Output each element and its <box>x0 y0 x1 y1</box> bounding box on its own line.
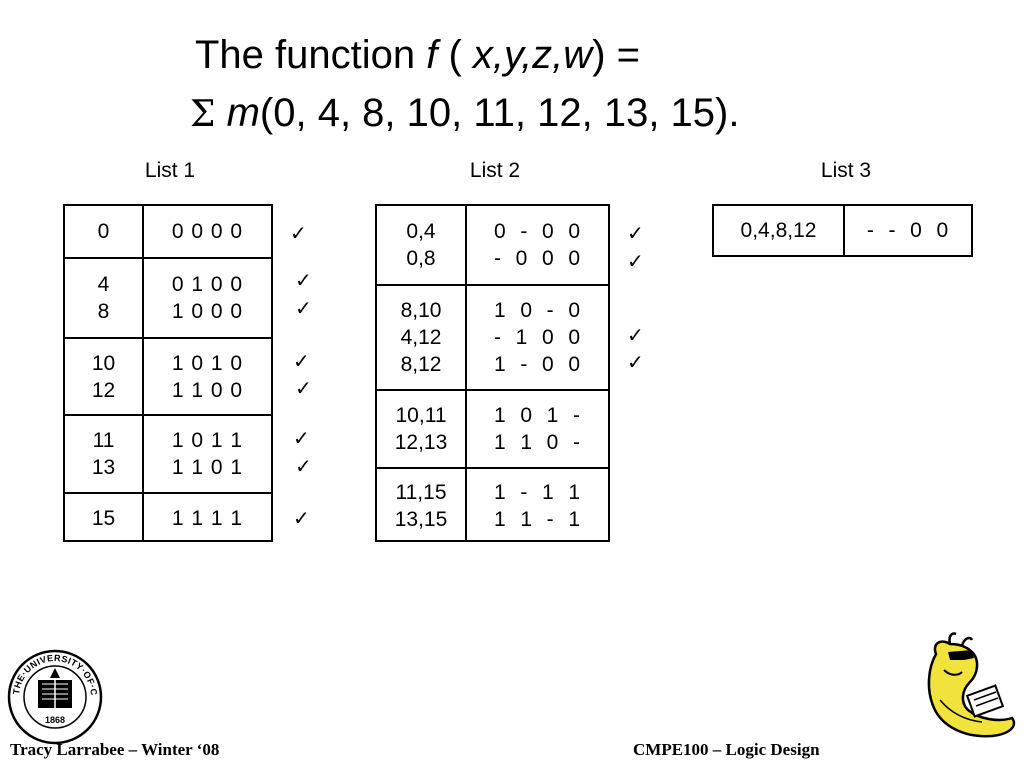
bits: 1 1 0 1 <box>171 456 244 479</box>
check-icon: ✓ <box>290 221 307 245</box>
term: 8,12 <box>400 353 442 376</box>
check-icon: ✓ <box>295 376 312 400</box>
term: 15 <box>91 506 116 530</box>
term: 8,10 <box>400 299 442 322</box>
title-line-2: Σ m(0, 4, 8, 10, 11, 12, 13, 15). <box>190 90 739 138</box>
term: 10,11 <box>395 404 447 427</box>
minterm-m: m <box>226 91 260 135</box>
bits: 1 1 0 0 <box>171 378 244 402</box>
list-2-group-0: 0,4 0,8 0 - 0 0 - 0 0 0 <box>377 206 608 286</box>
check-icon: ✓ <box>627 221 644 245</box>
term: 13 <box>91 456 116 479</box>
term: 0,4 <box>406 220 436 243</box>
bits: - - 0 0 <box>866 219 950 242</box>
term: 11,15 <box>395 480 447 504</box>
check-icon: ✓ <box>293 426 310 450</box>
function-name: f <box>426 33 438 77</box>
bits: 1 0 1 1 <box>171 429 244 452</box>
bits: 1 0 - 0 <box>493 299 582 322</box>
list-1-group-2: 10 12 1 0 1 0 1 1 0 0 <box>65 339 271 416</box>
term: 11 <box>92 429 115 452</box>
bits: 1 1 - 1 <box>493 507 582 531</box>
bits: - 1 0 0 <box>493 326 582 349</box>
list-1-group-3: 11 13 1 0 1 1 1 1 0 1 <box>65 416 271 494</box>
list-2-group-3: 11,15 13,15 1 - 1 1 1 1 - 1 <box>377 469 608 542</box>
bits: 0 1 0 0 <box>171 273 244 296</box>
minterm-list: (0, 4, 8, 10, 11, 12, 13, 15). <box>259 91 740 135</box>
list-3-group-0: 0,4,8,12 - - 0 0 <box>714 206 971 255</box>
check-icon: ✓ <box>627 249 644 273</box>
list-1-group-4: 15 1 1 1 1 <box>65 494 271 542</box>
footer-author: Tracy Larrabee – Winter ‘08 <box>10 740 220 759</box>
bits: 1 0 1 - <box>493 404 582 427</box>
term: 12,13 <box>394 431 448 454</box>
term: 0 <box>97 220 110 243</box>
bits: 0 0 0 0 <box>171 220 244 243</box>
check-icon: ✓ <box>295 296 312 320</box>
term: 4,12 <box>400 326 442 349</box>
bits: 1 1 1 1 <box>171 506 244 530</box>
list-1-label: List 1 <box>144 159 196 182</box>
term: 10 <box>91 351 116 375</box>
title-line-1: The function f ( x,y,z,w) = <box>195 33 640 77</box>
term: 13,15 <box>394 507 448 531</box>
term: 8 <box>97 300 110 323</box>
university-seal-logo: THE·UNIVERSITY·OF·CALIFORNIA 1868 <box>6 648 103 745</box>
list-3-table: 0,4,8,12 - - 0 0 <box>712 204 973 257</box>
bits: 1 - 1 1 <box>493 480 582 504</box>
list-1-group-1: 4 8 0 1 0 0 1 0 0 0 <box>65 259 271 339</box>
list-1-group-0: 0 0 0 0 0 <box>65 206 271 259</box>
list-1-table: 0 0 0 0 0 4 8 0 1 0 0 1 0 0 0 10 12 1 0 … <box>63 204 273 542</box>
term: 0,4,8,12 <box>740 219 817 242</box>
footer-course: CMPE100 – Logic Design <box>633 740 820 759</box>
check-icon: ✓ <box>627 350 644 374</box>
bits: - 0 0 0 <box>493 247 582 270</box>
bits: 1 - 0 0 <box>493 353 582 376</box>
check-icon: ✓ <box>295 268 312 292</box>
check-icon: ✓ <box>293 506 310 530</box>
check-icon: ✓ <box>293 349 310 373</box>
list-2-group-1: 8,10 4,12 8,12 1 0 - 0 - 1 0 0 1 - 0 0 <box>377 286 608 391</box>
bits: 0 - 0 0 <box>493 220 582 243</box>
check-icon: ✓ <box>627 323 644 347</box>
list-2-group-2: 10,11 12,13 1 0 1 - 1 1 0 - <box>377 391 608 469</box>
check-icon: ✓ <box>295 454 312 478</box>
seal-year: 1868 <box>45 715 65 725</box>
term: 4 <box>97 273 110 296</box>
term: 12 <box>91 378 116 402</box>
list-2-table: 0,4 0,8 0 - 0 0 - 0 0 0 8,10 4,12 8,12 1… <box>375 204 610 542</box>
sigma-symbol: Σ <box>190 94 216 135</box>
function-variables: x,y,z,w <box>472 33 593 77</box>
list-3-label: List 3 <box>820 159 872 182</box>
bits: 1 0 1 0 <box>171 351 244 375</box>
list-2-label: List 2 <box>469 159 521 182</box>
banana-slug-mascot <box>927 632 1016 738</box>
term: 0,8 <box>406 247 436 270</box>
bits: 1 1 0 - <box>493 431 582 454</box>
bits: 1 0 0 0 <box>171 300 244 323</box>
